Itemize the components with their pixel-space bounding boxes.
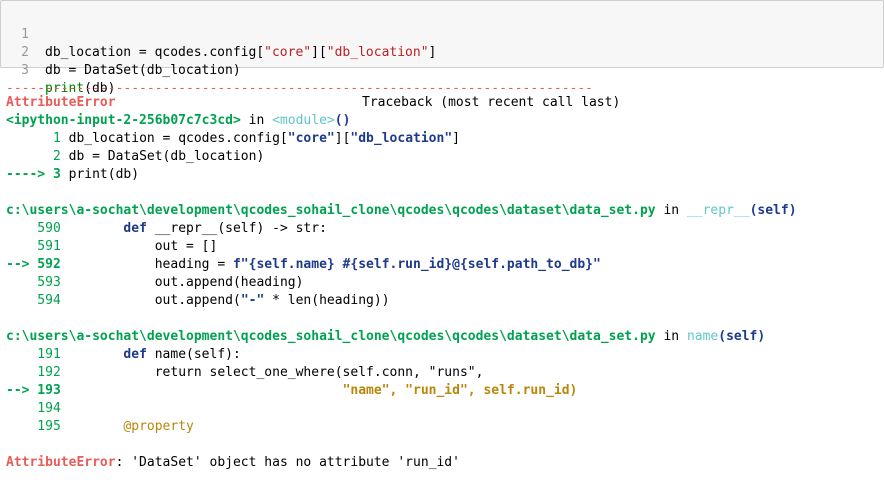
tb-line-592: --> 592 heading = f"{self.name} #{self.r… (6, 257, 601, 272)
code-line-2: 2 db = DataSet(db_location) (1, 26, 241, 78)
tb-line-195: 195 @property (6, 419, 194, 434)
tb-line-193: --> 193 "name", "run_id", self.run_id) (6, 383, 578, 398)
final-error-line: AttributeError: 'DataSet' object has no … (6, 455, 460, 470)
tb-line-591: 591 out = [] (6, 239, 218, 254)
tb-line-593: 593 out.append(heading) (6, 275, 304, 290)
tb-line-2: 2 db = DataSet(db_location) (6, 149, 265, 164)
code-line-3: 3 print(db) (1, 44, 115, 96)
tb-line-192: 192 return select_one_where(self.conn, "… (6, 365, 484, 380)
tb-line-3: ----> 3 print(db) (6, 167, 140, 182)
tb-line-594: 594 out.append("-" * len(heading)) (6, 293, 390, 308)
input-ref-line: <ipython-input-2-256b07c7c3cd> in <modul… (6, 113, 351, 128)
file-ref-line-2: c:\users\a-sochat\development\qcodes_soh… (6, 329, 766, 344)
line-number: 1 (21, 27, 29, 42)
tb-line-590: 590 def __repr__(self) -> str: (6, 221, 327, 236)
line-number: 2 (21, 45, 29, 60)
tb-line-1: 1 db_location = qcodes.config["core"]["d… (6, 131, 460, 146)
tb-line-191: 191 def name(self): (6, 347, 241, 362)
tb-line-194: 194 (6, 401, 61, 416)
file-ref-line-1: c:\users\a-sochat\development\qcodes_soh… (6, 203, 797, 218)
code-cell[interactable]: 1 db_location = qcodes.config["core"]["d… (0, 0, 884, 96)
dashes-line: ----------------------------------------… (6, 81, 593, 96)
line-number: 3 (21, 63, 29, 78)
code-line-1: 1 db_location = qcodes.config["core"]["d… (1, 8, 436, 60)
